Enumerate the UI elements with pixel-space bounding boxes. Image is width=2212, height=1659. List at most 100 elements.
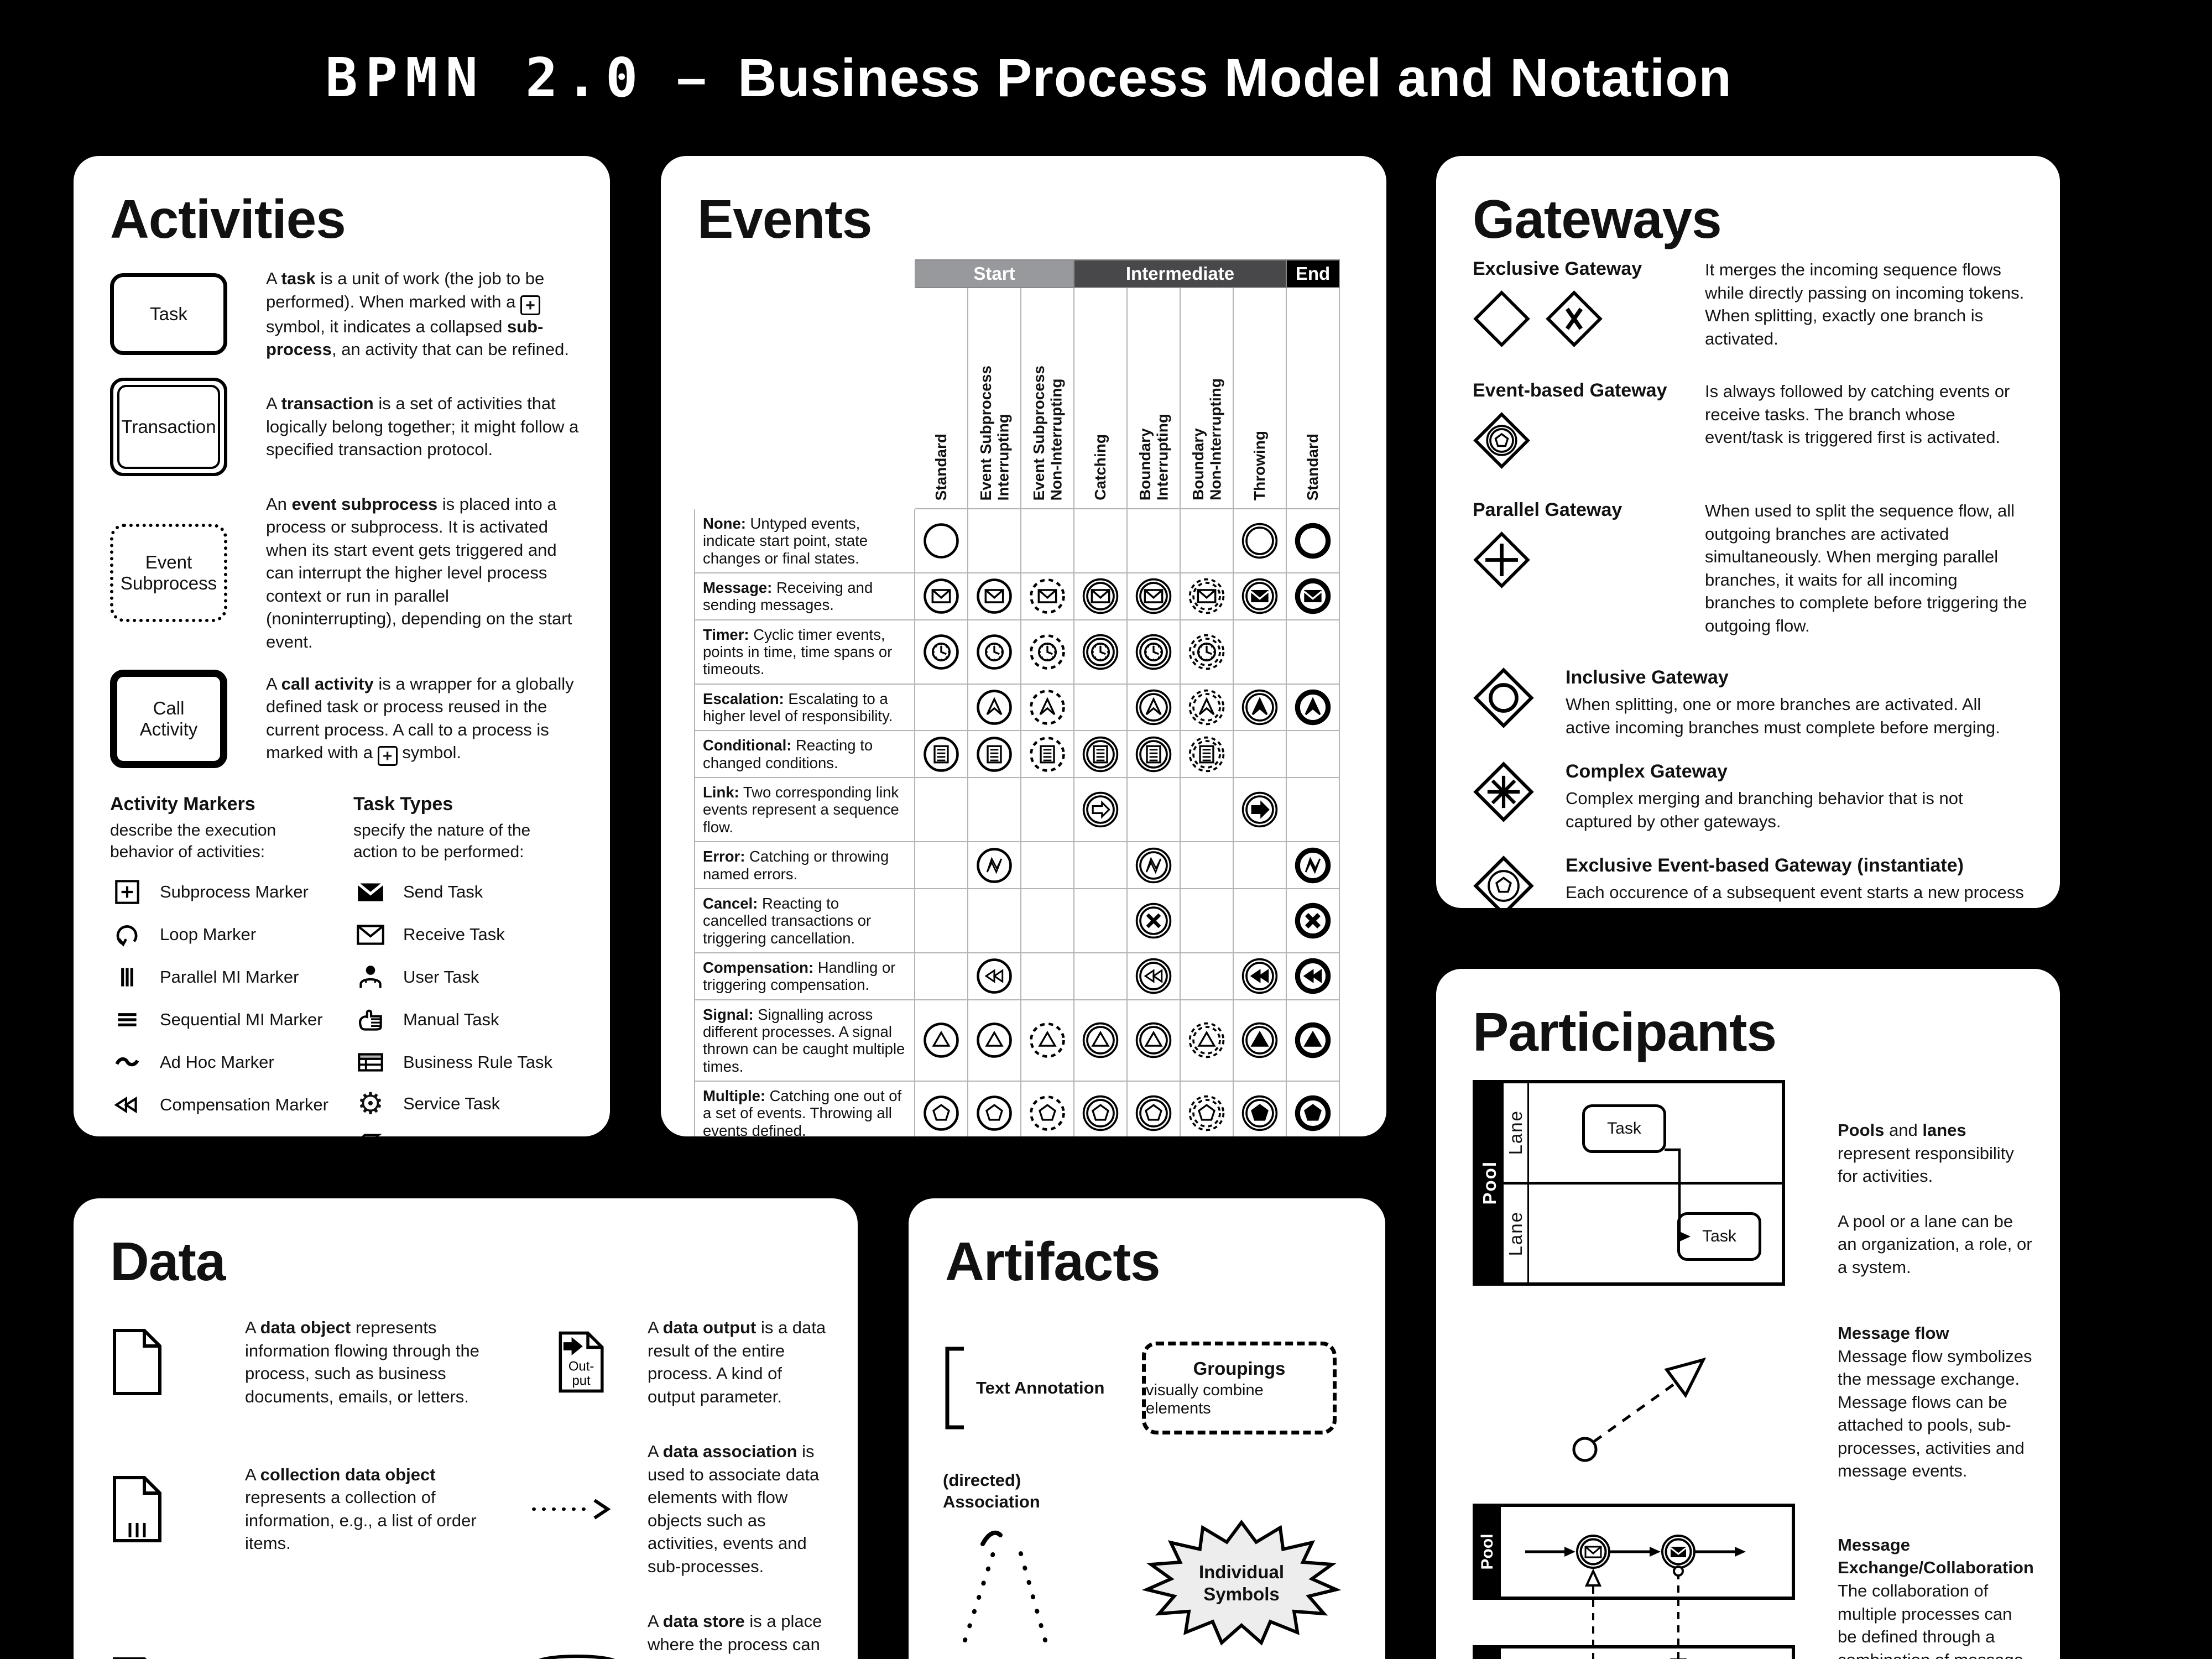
call-activity-shape: Call Activity xyxy=(110,670,227,769)
event-cell xyxy=(1020,619,1074,685)
event-cell xyxy=(1286,888,1340,953)
event-based-gateway-label: Event-based Gateway xyxy=(1473,380,1667,401)
event-icon-none xyxy=(1295,523,1331,559)
event-icon-signal xyxy=(1030,1022,1065,1058)
event-subprocess-desc: An event subprocess is placed into a pro… xyxy=(266,494,572,651)
event-cell xyxy=(1126,841,1181,889)
event-cell xyxy=(1020,1080,1074,1136)
gateway-inclusive: Inclusive Gateway When splitting, one or… xyxy=(1473,667,2029,739)
event-cell xyxy=(1180,841,1234,889)
transaction-desc: A transaction is a set of activities tha… xyxy=(266,394,579,460)
activities-heading: Activities xyxy=(110,189,346,249)
event-icon-multiple xyxy=(977,1095,1012,1131)
event-cell xyxy=(914,1080,968,1136)
event-cell xyxy=(1233,508,1287,574)
event-cell xyxy=(1073,619,1128,685)
event-cell xyxy=(1180,508,1234,574)
event-cell xyxy=(914,572,968,620)
marker-adhoc: Ad Hoc Marker xyxy=(110,1046,353,1078)
gateway-exclusive: Exclusive Gateway It merges the incoming… xyxy=(1473,258,2029,350)
event-row-label: Escalation: Escalating to a higher level… xyxy=(694,683,915,732)
event-icon-multiple xyxy=(1135,1095,1172,1131)
panel-activities: Activities Task A task is a unit of work… xyxy=(74,156,610,1136)
event-cell xyxy=(1020,999,1074,1082)
events-heading: Events xyxy=(697,189,872,249)
data-object-desc: A data object represents information flo… xyxy=(245,1318,479,1406)
parallel-gateway-icon xyxy=(1473,531,1531,589)
event-cell xyxy=(1233,572,1287,620)
event-icon-message xyxy=(1135,578,1172,614)
event-cell xyxy=(914,508,968,574)
events-row: Error: Catching or throwing named errors… xyxy=(694,841,1340,889)
event-icon-compensation xyxy=(1135,958,1172,994)
events-row: Link: Two corresponding link events repr… xyxy=(694,777,1340,843)
event-icon-compensation xyxy=(1295,958,1331,994)
business-rule-task-icon xyxy=(353,1046,388,1078)
event-cell xyxy=(1020,572,1074,620)
event-icon-timer xyxy=(977,634,1012,670)
event-icon-error xyxy=(977,847,1012,883)
event-cell xyxy=(1286,619,1340,685)
event-icon-message xyxy=(1030,578,1065,614)
collaboration-diagram: Pool Pool xyxy=(1473,1503,1815,1659)
activity-task-row: Task A task is a unit of work (the job t… xyxy=(110,267,579,361)
participants-heading: Participants xyxy=(1473,1001,1777,1062)
event-cell xyxy=(1020,508,1074,574)
activity-transaction-row: Transaction A transaction is a set of ac… xyxy=(110,377,579,476)
event-cell xyxy=(1073,572,1128,620)
script-task-icon xyxy=(353,1129,388,1136)
event-cell xyxy=(914,683,968,732)
event-cell xyxy=(1286,841,1340,889)
event-icon-signal xyxy=(924,1022,959,1058)
events-row: Escalation: Escalating to a higher level… xyxy=(694,683,1340,732)
event-cell xyxy=(1126,777,1181,843)
tasktype-user: User Task xyxy=(353,961,579,993)
receive-task-icon xyxy=(353,919,388,951)
event-cell xyxy=(1020,777,1074,843)
event-cell xyxy=(914,952,968,1000)
tasktype-script: Script Task xyxy=(353,1129,579,1136)
events-group-end: End xyxy=(1286,259,1340,288)
call-activity-desc: A call activity is a wrapper for a globa… xyxy=(266,674,574,766)
event-cell xyxy=(914,841,968,889)
event-icon-timer xyxy=(1082,634,1119,670)
event-icon-escalation xyxy=(1030,690,1065,725)
parallel-gateway-desc: When used to split the sequence flow, al… xyxy=(1705,501,2027,635)
panel-data: Data A data object represents informatio… xyxy=(74,1198,858,1659)
collection-data-object-desc: A collection data object represents a co… xyxy=(245,1464,477,1553)
title-sep: – xyxy=(661,48,738,108)
groupings-title: Groupings xyxy=(1193,1358,1286,1379)
events-row: Message: Receiving and sending messages. xyxy=(694,572,1340,620)
data-store-icon: Data Store xyxy=(529,1649,634,1659)
events-column-header: Throwing xyxy=(1233,287,1287,509)
tasktype-receive: Receive Task xyxy=(353,919,579,951)
text-annotation: Text Annotation xyxy=(943,1347,1125,1430)
inclusive-gateway-desc: When splitting, one or more branches are… xyxy=(1566,695,2000,737)
data-input-icon: Input xyxy=(110,1656,232,1659)
lane-2: Lane Task xyxy=(1504,1181,1782,1282)
event-cell xyxy=(1073,999,1128,1082)
event-icon-multiple xyxy=(1030,1095,1065,1131)
title-code: BPMN 2.0 xyxy=(325,46,646,109)
event-cell xyxy=(1180,952,1234,1000)
tasktype-send: Send Task xyxy=(353,876,579,908)
event-icon-signal xyxy=(1135,1022,1172,1058)
events-row: Signal: Signalling across different proc… xyxy=(694,999,1340,1082)
events-group-start: Start xyxy=(914,259,1074,288)
user-task-icon xyxy=(353,961,388,993)
activity-markers-intro: describe the execution behavior of activ… xyxy=(110,821,276,862)
event-icon-cancel xyxy=(1135,902,1172,939)
event-cell xyxy=(1126,683,1181,732)
panel-gateways: Gateways Exclusive Gateway It merges the… xyxy=(1436,156,2060,908)
event-cell xyxy=(1180,1080,1234,1136)
event-cell xyxy=(1020,683,1074,732)
event-cell xyxy=(1126,952,1181,1000)
events-column-header: Standard xyxy=(1286,287,1340,509)
event-cell xyxy=(967,572,1021,620)
event-icon-conditional xyxy=(1082,736,1119,773)
event-icon-signal xyxy=(1188,1022,1225,1058)
sequential-mi-marker-icon xyxy=(110,1004,144,1036)
gateways-heading: Gateways xyxy=(1473,189,1722,249)
event-icon-message xyxy=(1082,578,1119,614)
